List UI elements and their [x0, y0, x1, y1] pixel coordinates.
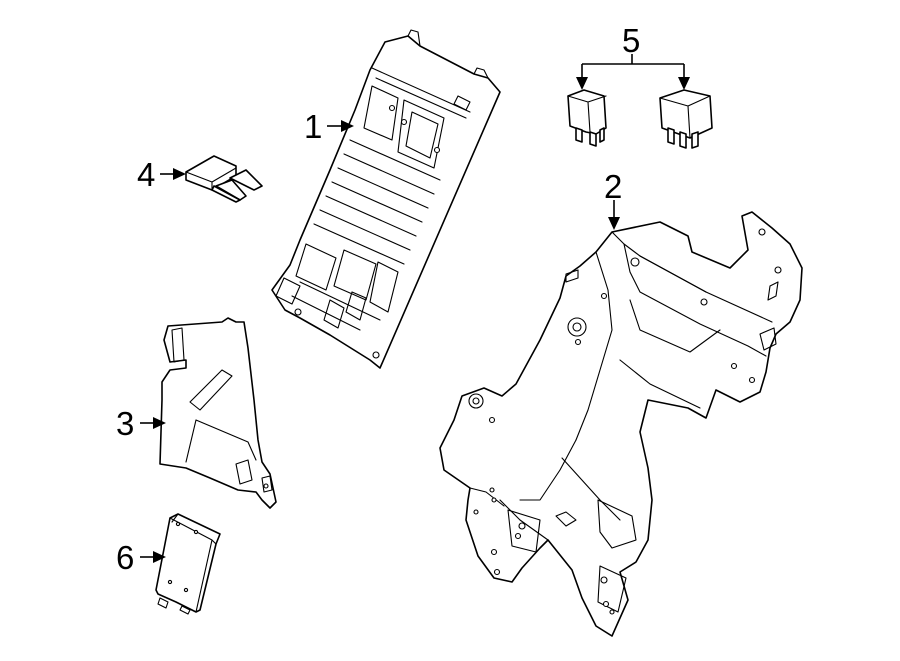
- callout-1: 1: [304, 108, 322, 145]
- part-2-mounting-bracket[interactable]: [439, 211, 803, 637]
- callout-4: 4: [137, 156, 155, 193]
- part-3-bracket[interactable]: [159, 317, 277, 509]
- part-6-module[interactable]: [155, 513, 221, 615]
- callout-5: 5: [622, 22, 640, 59]
- part-1-junction-box[interactable]: [271, 29, 501, 369]
- part-5-relay-left[interactable]: [567, 89, 607, 147]
- leader-3: [140, 417, 166, 429]
- callout-6: 6: [116, 539, 134, 576]
- callout-2: 2: [604, 168, 622, 205]
- leader-4: [160, 168, 186, 180]
- part-4-fuse[interactable]: [185, 155, 263, 203]
- leader-5: [576, 54, 690, 90]
- leader-6: [140, 551, 166, 563]
- part-5-relay-right[interactable]: [659, 89, 713, 149]
- callout-3: 3: [116, 405, 134, 442]
- leader-2: [608, 200, 620, 230]
- leader-1: [327, 120, 354, 132]
